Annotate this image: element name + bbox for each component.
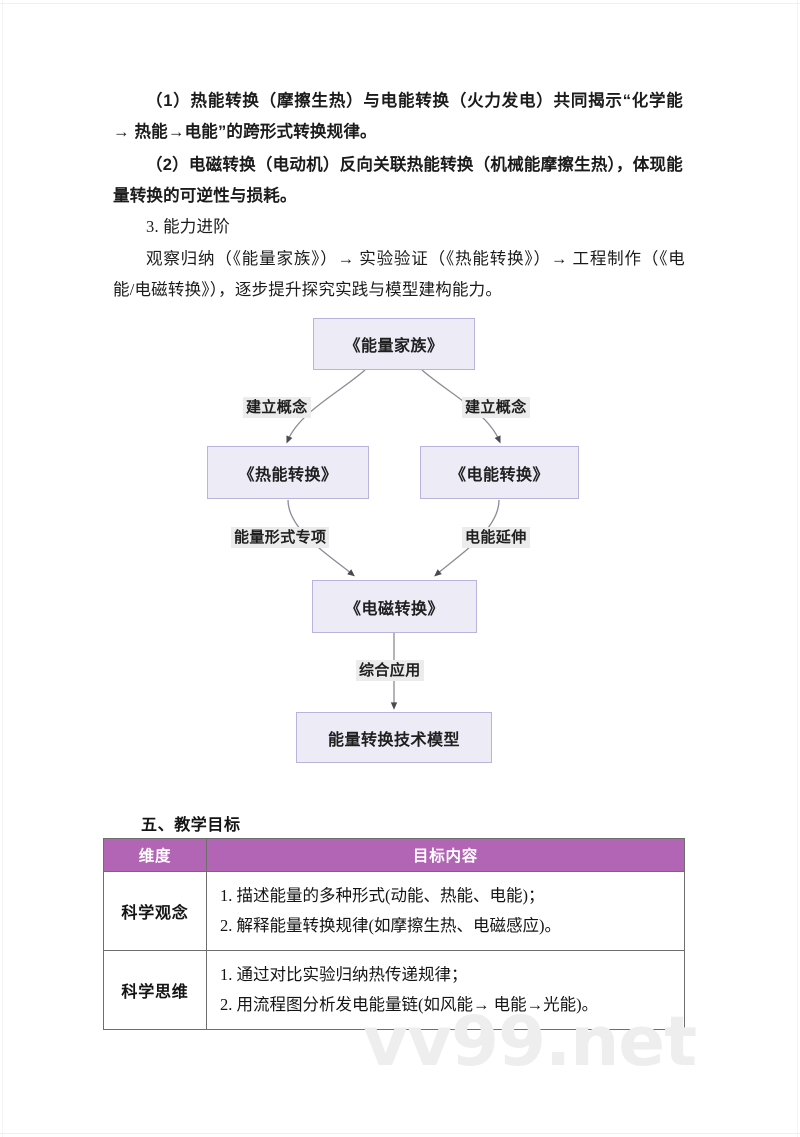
- paragraph-4: 观察归纳（《能量家族》）→ 实验验证（《热能转换》）→ 工程制作（《电能/电磁转…: [113, 249, 685, 299]
- table-cell-content: 1. 描述能量的多种形式(动能、热能、电能)； 2. 解释能量转换规律(如摩擦生…: [206, 871, 685, 951]
- goal-item: 2. 用流程图分析发电能量链(如风能→ 电能→光能)。: [220, 995, 599, 1014]
- paragraph-2: （2）电磁转换（电动机）反向关联热能转换（机械能摩擦生热），体现能量转换的可逆性…: [113, 156, 683, 205]
- flow-node-label: 《电能转换》: [449, 466, 549, 484]
- flow-node-label: 《能量家族》: [344, 338, 444, 355]
- flow-node-label: 《热能转换》: [238, 466, 338, 484]
- page-border-right: [797, 0, 798, 1137]
- table-header-row: 维度 目标内容: [103, 838, 685, 872]
- flow-node-energy-family[interactable]: 《能量家族》: [313, 318, 475, 370]
- flow-node-electromagnetic-conversion[interactable]: 《电磁转换》: [312, 580, 477, 633]
- paragraph-1: （1）热能转换（摩擦生热）与电能转换（火力发电）共同揭示“化学能 → 热能→电能…: [113, 92, 683, 141]
- table-row: 科学思维 1. 通过对比实验归纳热传递规律； 2. 用流程图分析发电能量链(如风…: [103, 950, 685, 1030]
- teaching-goals-table: 维度 目标内容 科学观念 1. 描述能量的多种形式(动能、热能、电能)； 2. …: [103, 838, 685, 1030]
- table-cell-content: 1. 通过对比实验归纳热传递规律； 2. 用流程图分析发电能量链(如风能→ 电能…: [206, 950, 685, 1030]
- goal-item: 2. 解释能量转换规律(如摩擦生热、电磁感应)。: [220, 916, 561, 935]
- page-border-top: [0, 3, 800, 4]
- flow-edge-label-build-concept-right: 建立概念: [462, 397, 530, 418]
- energy-conversion-flowchart: 《能量家族》 《热能转换》 《电能转换》 《电磁转换》 能量转换技术模型 建立概…: [0, 300, 800, 790]
- flow-node-label: 《电磁转换》: [344, 600, 444, 618]
- flow-node-electric-conversion[interactable]: 《电能转换》: [420, 446, 579, 499]
- section-heading-teaching-goals: 五、教学目标: [141, 817, 241, 834]
- flow-edge-label-build-concept-left: 建立概念: [243, 397, 311, 418]
- site-watermark: vv99.net: [363, 1002, 697, 1082]
- flow-edge-label-electric-extension: 电能延伸: [462, 527, 530, 548]
- page-border-bottom: [0, 1133, 800, 1134]
- flow-node-energy-conversion-model[interactable]: 能量转换技术模型: [296, 712, 492, 763]
- subsection-heading-ability: 3. 能力进阶: [146, 217, 230, 236]
- table-row: 科学观念 1. 描述能量的多种形式(动能、热能、电能)； 2. 解释能量转换规律…: [103, 871, 685, 951]
- goal-item: 1. 通过对比实验归纳热传递规律；: [220, 965, 468, 984]
- page-border-left: [2, 0, 3, 1137]
- table-cell-dimension: 科学思维: [103, 950, 207, 1030]
- table-cell-dimension: 科学观念: [103, 871, 207, 951]
- goal-item: 1. 描述能量的多种形式(动能、热能、电能)；: [220, 886, 545, 905]
- table-header-dimension: 维度: [103, 838, 207, 872]
- flow-node-label: 能量转换技术模型: [327, 731, 460, 749]
- flow-edge-label-comprehensive-application: 综合应用: [356, 660, 424, 681]
- table-header-content: 目标内容: [206, 838, 685, 872]
- flow-edge-label-energy-form-special: 能量形式专项: [231, 527, 330, 548]
- flow-node-thermal-conversion[interactable]: 《热能转换》: [207, 446, 369, 499]
